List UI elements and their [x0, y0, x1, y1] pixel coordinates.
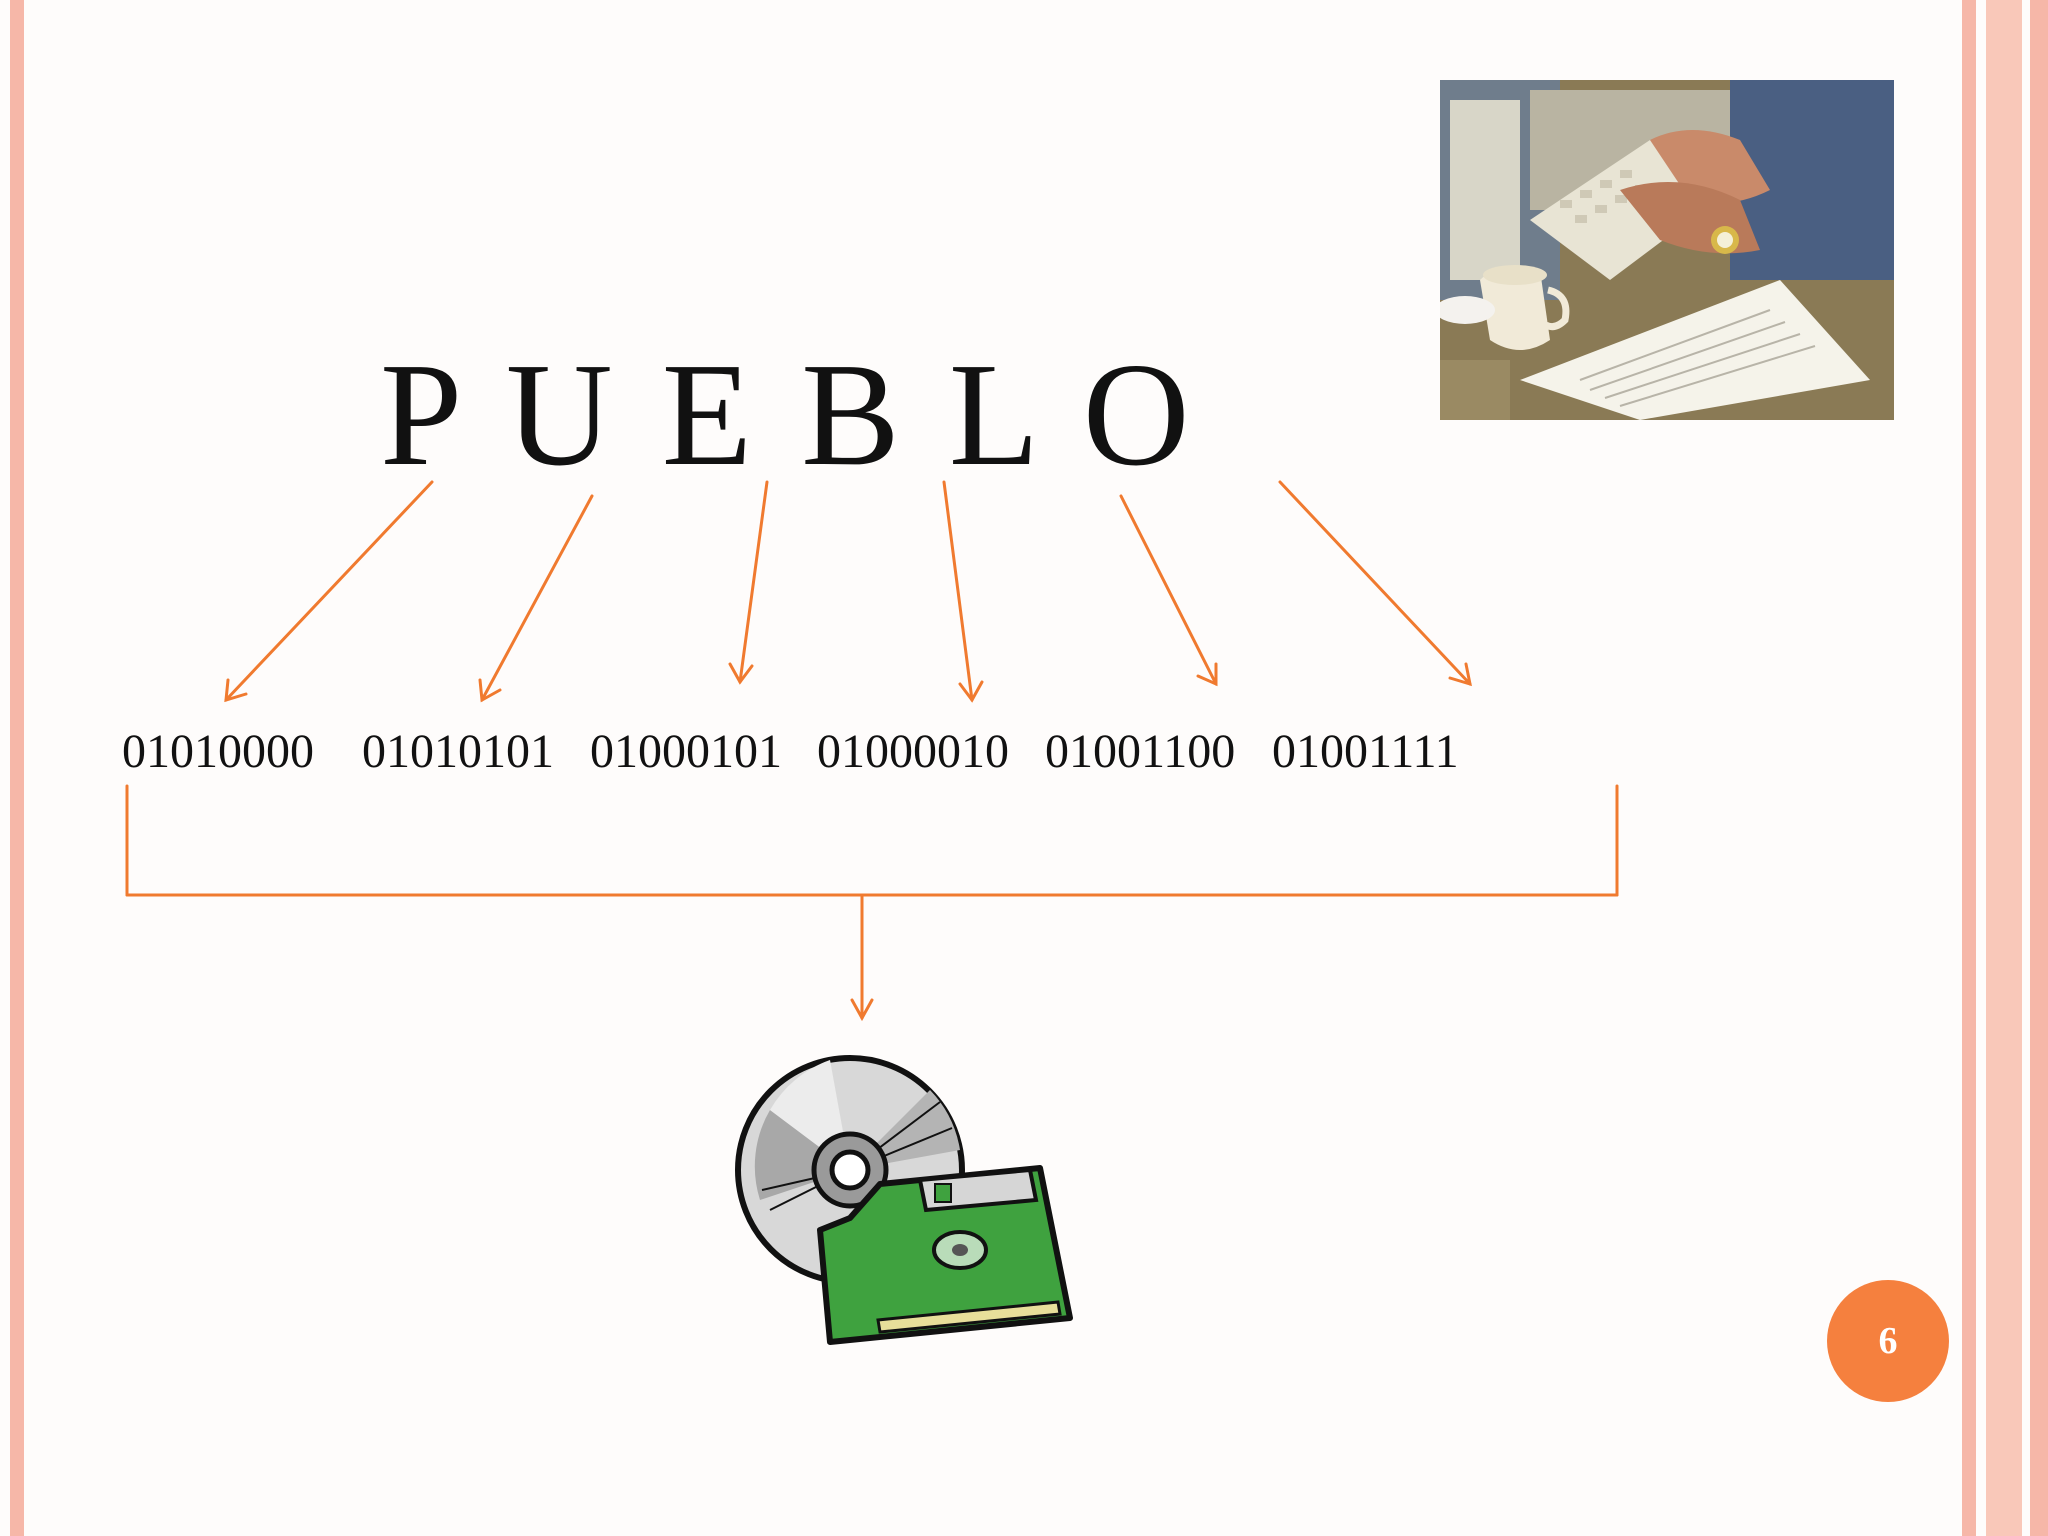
- cd-and-floppy-icon: [735, 1055, 1073, 1345]
- storage-media: [730, 1050, 1080, 1350]
- arrow-to-storage: [850, 893, 874, 1022]
- word-title: P U E B L O: [380, 333, 1196, 497]
- typing-photo: [1440, 80, 1894, 420]
- slide-border-left: [10, 0, 24, 1536]
- binary-code-p: 01010000: [122, 725, 314, 778]
- slide-border-right-edge: [2030, 0, 2048, 1536]
- arrow-p: [224, 480, 434, 703]
- slide-border-right: [1962, 0, 1976, 1536]
- floppy-disk-icon: [817, 1165, 1073, 1345]
- typing-photo-icon: [1440, 80, 1894, 420]
- arrow-u: [478, 494, 594, 703]
- arrow-l: [1119, 494, 1218, 687]
- bracket-connector: [125, 784, 1619, 897]
- page-number-badge: 6: [1827, 1280, 1949, 1402]
- slide-border-right-band: [1986, 0, 2022, 1536]
- binary-code-l: 01001100: [1045, 725, 1236, 778]
- arrow-o: [1278, 480, 1472, 687]
- binary-code-o: 01001111: [1272, 725, 1459, 778]
- arrow-b: [942, 480, 984, 703]
- arrow-e: [728, 480, 769, 685]
- binary-code-b: 01000010: [817, 725, 1009, 778]
- binary-code-u: 01010101: [362, 725, 554, 778]
- binary-code-e: 01000101: [590, 725, 782, 778]
